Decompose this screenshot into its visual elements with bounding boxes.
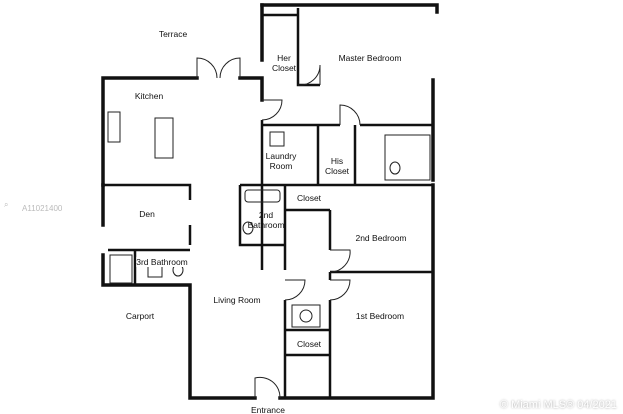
watermark-search-icon: ⌕ (4, 200, 9, 209)
room-label-carport: Carport (125, 311, 155, 321)
room-label-terrace: Terrace (158, 29, 188, 39)
room-label-kitchen: Kitchen (134, 91, 164, 101)
room-label-1st-bedroom: 1st Bedroom (355, 311, 405, 321)
room-label-2nd-bathroom: 2nd Bathroom (247, 210, 285, 230)
room-label-her-closet: Her Closet (271, 53, 297, 73)
copyright-watermark: © Miami MLS® 04/2021 (499, 399, 617, 411)
room-label-master-bedroom: Master Bedroom (338, 53, 402, 63)
watermark-id: A11021400 (22, 204, 63, 213)
room-label-closet-lower: Closet (296, 339, 322, 349)
room-label-entrance: Entrance (250, 405, 286, 414)
room-label-den: Den (139, 209, 155, 219)
room-label-3rd-bathroom: 3rd Bathroom (136, 257, 188, 267)
room-label-closet-upper: Closet (296, 193, 322, 203)
room-label-2nd-bedroom: 2nd Bedroom (355, 233, 407, 243)
room-label-laundry-room: Laundry Room (265, 151, 297, 171)
room-label-living-room: Living Room (213, 295, 261, 305)
room-label-his-closet: His Closet (324, 156, 350, 176)
